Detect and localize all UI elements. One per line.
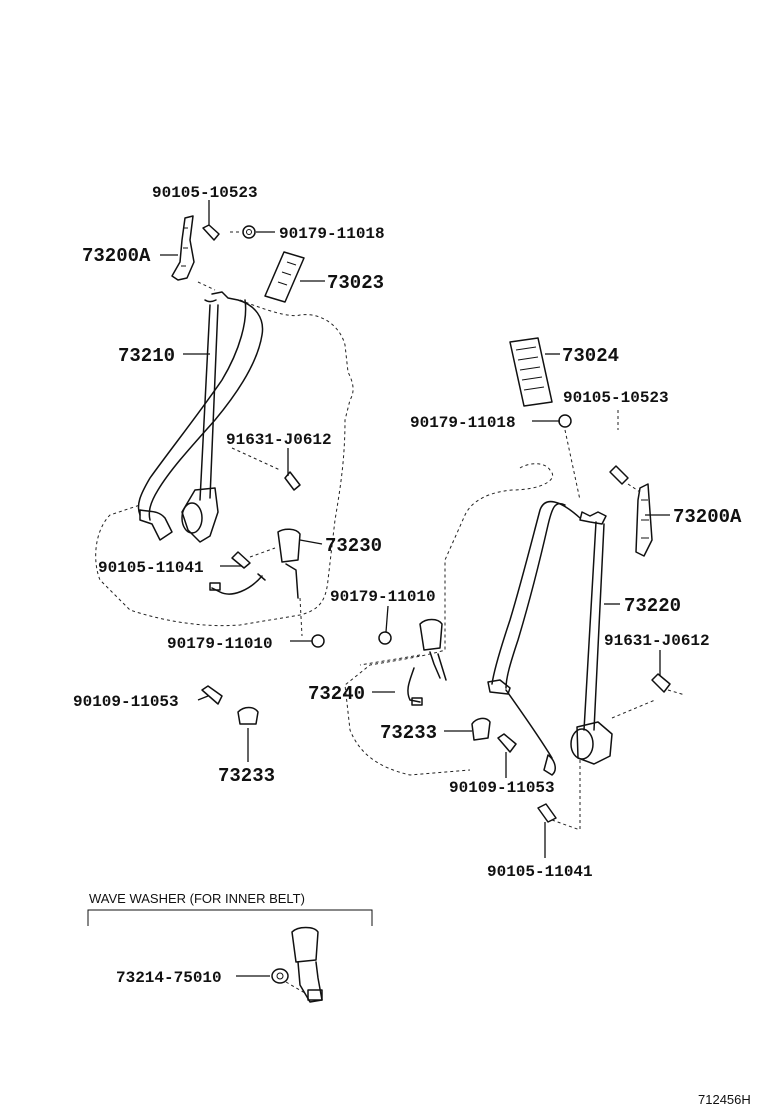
- label-73214-75010: 73214-75010: [116, 969, 222, 987]
- label-73210: 73210: [118, 345, 175, 367]
- left-top-nut: [242, 225, 256, 239]
- right-dashed-connectors: [359, 410, 686, 831]
- inset-bracket: [87, 909, 373, 926]
- left-bottom-bolt: [201, 685, 223, 705]
- label-73240: 73240: [308, 683, 365, 705]
- label-90105-10523-top: 90105-10523: [152, 184, 258, 202]
- label-90105-11041-left: 90105-11041: [98, 559, 204, 577]
- label-90179-11010-mid: 90179-11010: [330, 588, 436, 606]
- label-73230: 73230: [325, 535, 382, 557]
- label-90179-11010-left: 90179-11010: [167, 635, 273, 653]
- left-mid-bolt: [284, 471, 301, 491]
- left-top-bolt: [202, 212, 220, 241]
- right-top-bolt: [609, 465, 629, 485]
- label-73233-right: 73233: [380, 722, 437, 744]
- left-upper-anchor: [171, 215, 195, 281]
- inset-buckle: [271, 926, 323, 1003]
- left-lower-bolt: [231, 551, 251, 569]
- left-belt-webbing: [137, 291, 264, 543]
- label-91631-J0612-left: 91631-J0612: [226, 431, 332, 449]
- label-90179-11018-top: 90179-11018: [279, 225, 385, 243]
- right-lower-bolt: [537, 803, 557, 823]
- left-slider-cover: [264, 251, 305, 303]
- left-buckle: [209, 528, 301, 599]
- right-bottom-bolt: [497, 733, 517, 753]
- right-buckle: [407, 618, 447, 706]
- left-lower-nut: [311, 634, 325, 648]
- right-slider-cover: [509, 337, 553, 407]
- right-mid-bolt: [651, 673, 671, 693]
- diagram-reference-code: 712456H: [698, 1092, 751, 1107]
- label-73023: 73023: [327, 272, 384, 294]
- label-73233-left: 73233: [218, 765, 275, 787]
- left-cover-73233: [237, 706, 259, 725]
- right-nut-mid: [378, 631, 392, 645]
- label-73200A-left: 73200A: [82, 245, 151, 267]
- label-90109-11053-left: 90109-11053: [73, 693, 179, 711]
- label-90105-11041-right: 90105-11041: [487, 863, 593, 881]
- label-73024: 73024: [562, 345, 619, 367]
- label-90179-11018-right: 90179-11018: [410, 414, 516, 432]
- right-top-nut: [558, 414, 572, 428]
- inset-title: WAVE WASHER (FOR INNER BELT): [89, 891, 305, 906]
- right-cover-73233: [471, 717, 491, 741]
- right-belt-webbing: [487, 500, 613, 776]
- left-dashed-connectors: [197, 231, 303, 637]
- label-90105-10523-right: 90105-10523: [563, 389, 669, 407]
- label-90109-11053-right: 90109-11053: [449, 779, 555, 797]
- label-73220: 73220: [624, 595, 681, 617]
- label-91631-J0612-right: 91631-J0612: [604, 632, 710, 650]
- right-seat-outline: [344, 463, 553, 776]
- right-upper-anchor: [635, 483, 653, 557]
- label-73200A-right: 73200A: [673, 506, 742, 528]
- leader-lines: [160, 200, 670, 977]
